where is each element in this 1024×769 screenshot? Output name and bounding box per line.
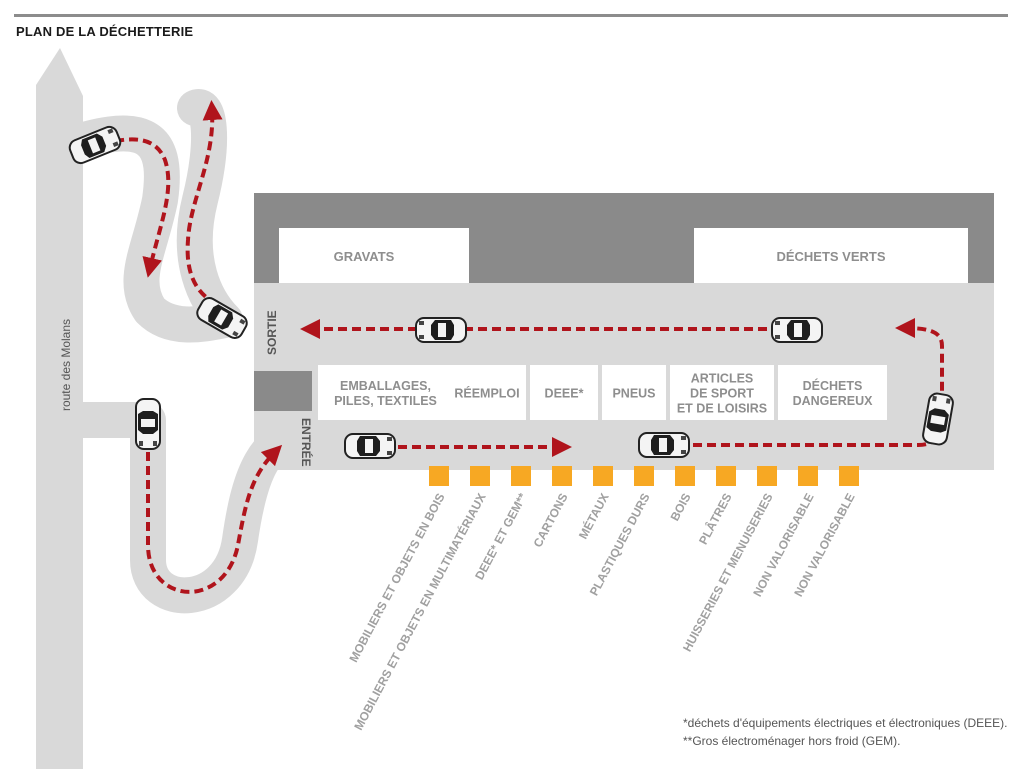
bin-label: MÉTAUX xyxy=(575,490,612,541)
zone-label: ARTICLES xyxy=(691,372,754,386)
zone-label: DANGEREUX xyxy=(793,394,874,408)
access-road-up xyxy=(40,89,243,343)
route-arrows xyxy=(87,100,944,594)
bin-label: PLÂTRES xyxy=(695,490,735,547)
zone-label: PNEUS xyxy=(612,387,655,401)
upper-zones: GRAVATS DÉCHETS VERTS xyxy=(279,228,968,283)
zone-box xyxy=(602,365,666,420)
zone-gravats xyxy=(279,228,469,283)
top-rule xyxy=(14,14,1008,17)
bin-marker xyxy=(757,466,777,486)
zone-box xyxy=(530,365,598,420)
bin-marker xyxy=(429,466,449,486)
car-icon xyxy=(771,317,823,343)
zone-box xyxy=(318,365,453,420)
page-title: PLAN DE LA DÉCHETTERIE xyxy=(16,24,194,39)
zone-label: DE SPORT xyxy=(690,387,754,401)
bin-marker xyxy=(716,466,736,486)
car-icon xyxy=(638,432,690,458)
zone-gravats-label: GRAVATS xyxy=(334,249,395,264)
zone-box xyxy=(448,365,526,420)
zone-box xyxy=(670,365,774,420)
zone-label: DÉCHETS xyxy=(803,378,863,393)
zone-label: PILES, TEXTILES xyxy=(334,394,437,408)
bin-marker xyxy=(470,466,490,486)
car-icon xyxy=(135,398,161,450)
bin-marker xyxy=(511,466,531,486)
road-label: route des Molans xyxy=(59,319,73,411)
exit-label: SORTIE xyxy=(265,310,279,355)
bin-marker xyxy=(634,466,654,486)
zone-label: EMBALLAGES, xyxy=(340,379,431,393)
entry-label: ENTRÉE xyxy=(299,418,314,467)
bin-marker xyxy=(675,466,695,486)
zone-box xyxy=(778,365,887,420)
zone-label: DEEE* xyxy=(545,387,584,401)
car-icon xyxy=(415,317,467,343)
route-arrow-exit-road xyxy=(185,100,231,312)
footnote-gem: **Gros électroménager hors froid (GEM). xyxy=(683,734,901,748)
main-road xyxy=(36,48,83,769)
bin-marker xyxy=(593,466,613,486)
lower-zones: EMBALLAGES,PILES, TEXTILES RÉEMPLOI DEEE* P… xyxy=(318,365,887,420)
zone-label: RÉEMPLOI xyxy=(454,386,519,401)
footnote-deee: *déchets d'équipements électriques et él… xyxy=(683,716,1008,730)
car-icon xyxy=(344,433,396,459)
zone-dechets-verts xyxy=(694,228,968,283)
bin-label: BOIS xyxy=(668,491,694,523)
bin-marker xyxy=(839,466,859,486)
bin-marker xyxy=(552,466,572,486)
footnotes: *déchets d'équipements électriques et él… xyxy=(683,714,1007,750)
bin-label: CARTONS xyxy=(531,491,571,550)
route-arrow-road-in xyxy=(87,137,171,278)
zone-dechets-verts-label: DÉCHETS VERTS xyxy=(776,249,885,264)
bin-marker xyxy=(798,466,818,486)
route-arrow-entry-loop xyxy=(146,438,283,594)
zone-label: ET DE LOISIRS xyxy=(677,402,767,416)
